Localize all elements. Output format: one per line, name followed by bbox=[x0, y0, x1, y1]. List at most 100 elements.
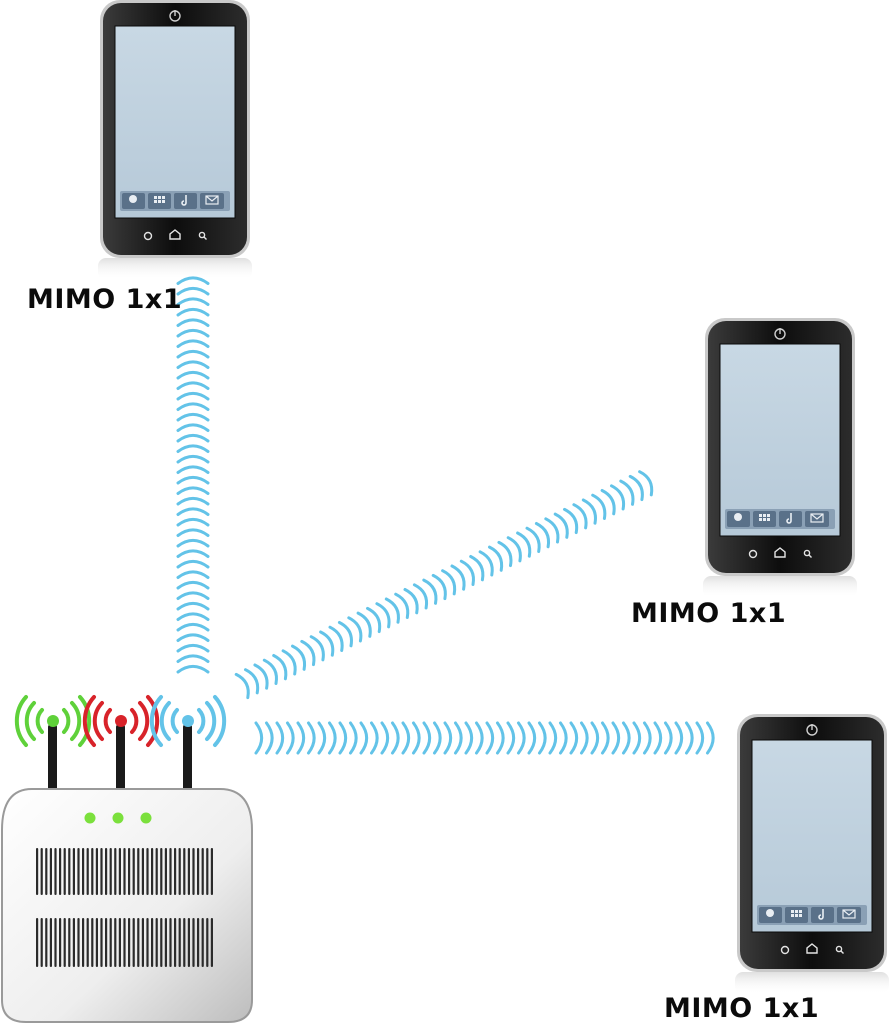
signal-arc bbox=[384, 597, 400, 624]
signal-arc bbox=[176, 276, 210, 285]
signal-wave-to-bottom-phone bbox=[254, 721, 715, 755]
signal-arc bbox=[176, 507, 210, 516]
signal-arc bbox=[359, 721, 369, 755]
signal-arc bbox=[590, 721, 600, 755]
vent-slot bbox=[49, 918, 52, 967]
signal-arc bbox=[706, 721, 715, 755]
vent-slot bbox=[132, 918, 135, 967]
router-vents bbox=[36, 848, 213, 967]
vent-slot bbox=[132, 848, 135, 895]
vent-slot bbox=[114, 848, 117, 895]
signal-arc bbox=[422, 721, 432, 755]
vent-slot bbox=[100, 918, 103, 967]
signal-arc bbox=[176, 601, 210, 611]
signal-arc bbox=[611, 721, 621, 755]
vent-slot bbox=[169, 848, 172, 895]
vent-slot bbox=[151, 918, 154, 967]
signal-arc bbox=[176, 643, 210, 653]
vent-slot bbox=[160, 918, 163, 967]
vent-slot bbox=[137, 918, 140, 967]
signal-arc bbox=[286, 721, 295, 755]
vent-slot bbox=[72, 918, 75, 967]
vent-slot bbox=[40, 848, 43, 895]
vent-slot bbox=[72, 848, 75, 895]
signal-arc bbox=[300, 639, 316, 667]
vent-slot bbox=[49, 848, 52, 895]
signal-arc bbox=[433, 721, 442, 755]
signal-arc bbox=[176, 465, 210, 474]
signal-arc bbox=[176, 297, 210, 306]
antenna-signal-green bbox=[14, 695, 92, 747]
signal-arc bbox=[176, 475, 210, 485]
signal-arc bbox=[176, 360, 210, 369]
signal-arc bbox=[695, 721, 705, 755]
device-label-top: MIMO 1x1 bbox=[27, 284, 183, 315]
signal-arc bbox=[275, 721, 285, 755]
signal-arc bbox=[176, 286, 210, 296]
signal-arc bbox=[176, 486, 210, 495]
signal-arc bbox=[391, 721, 400, 755]
vent-slot bbox=[197, 848, 200, 895]
vent-slot bbox=[45, 848, 48, 895]
vent-slot bbox=[160, 848, 163, 895]
signal-arc bbox=[356, 611, 372, 638]
signal-arc bbox=[265, 721, 274, 755]
vent-slot bbox=[201, 848, 204, 895]
vent-slot bbox=[91, 848, 94, 895]
signal-arc bbox=[478, 550, 494, 577]
vent-slot bbox=[146, 918, 149, 967]
signal-arc bbox=[296, 721, 306, 755]
vent-slot bbox=[105, 918, 108, 967]
vent-slot bbox=[155, 848, 158, 895]
signal-arc bbox=[309, 635, 325, 662]
signal-arc bbox=[563, 507, 579, 535]
vent-slot bbox=[174, 848, 177, 895]
vent-slot bbox=[141, 848, 144, 895]
signal-arc bbox=[337, 621, 353, 648]
signal-arc bbox=[581, 498, 597, 525]
signal-arc bbox=[459, 559, 475, 586]
signal-arc bbox=[601, 721, 610, 755]
vent-slot bbox=[123, 918, 126, 967]
signal-arc bbox=[176, 402, 210, 411]
vent-slot bbox=[128, 918, 131, 967]
signal-arc bbox=[176, 328, 210, 338]
vent-slot bbox=[146, 848, 149, 895]
vent-slot bbox=[164, 918, 167, 967]
signal-arc bbox=[366, 606, 382, 634]
vent-slot bbox=[151, 848, 154, 895]
signal-arc bbox=[176, 444, 210, 453]
signal-wave-to-right-phone bbox=[234, 470, 654, 700]
vent-slot bbox=[40, 918, 43, 967]
signal-arc bbox=[375, 602, 391, 629]
vent-slot bbox=[174, 918, 177, 967]
router-antennas bbox=[48, 724, 192, 804]
signal-arc bbox=[443, 721, 453, 755]
signal-arc bbox=[628, 474, 644, 502]
signal-arc bbox=[488, 545, 504, 572]
signal-arc bbox=[176, 633, 210, 642]
signal-arc bbox=[176, 349, 210, 359]
signal-arc bbox=[234, 672, 250, 700]
vent-slot bbox=[86, 918, 89, 967]
signal-arc bbox=[622, 721, 631, 755]
vent-slot bbox=[77, 848, 80, 895]
signal-arc bbox=[176, 538, 210, 548]
signal-arc bbox=[572, 503, 588, 530]
signal-arc bbox=[176, 307, 210, 317]
vent-slot bbox=[187, 918, 190, 967]
vent-slot bbox=[54, 918, 57, 967]
signal-arc bbox=[517, 721, 526, 755]
signal-arc bbox=[176, 580, 210, 590]
vent-slot bbox=[63, 918, 66, 967]
signal-arc bbox=[176, 528, 210, 537]
signal-arc bbox=[272, 654, 288, 681]
antenna-signal-blue bbox=[149, 695, 227, 747]
vent-slot bbox=[45, 918, 48, 967]
signal-arc bbox=[553, 512, 569, 539]
signal-arc bbox=[464, 721, 474, 755]
vent-slot bbox=[68, 848, 71, 895]
signal-arc bbox=[653, 721, 663, 755]
signal-arc bbox=[544, 517, 560, 544]
